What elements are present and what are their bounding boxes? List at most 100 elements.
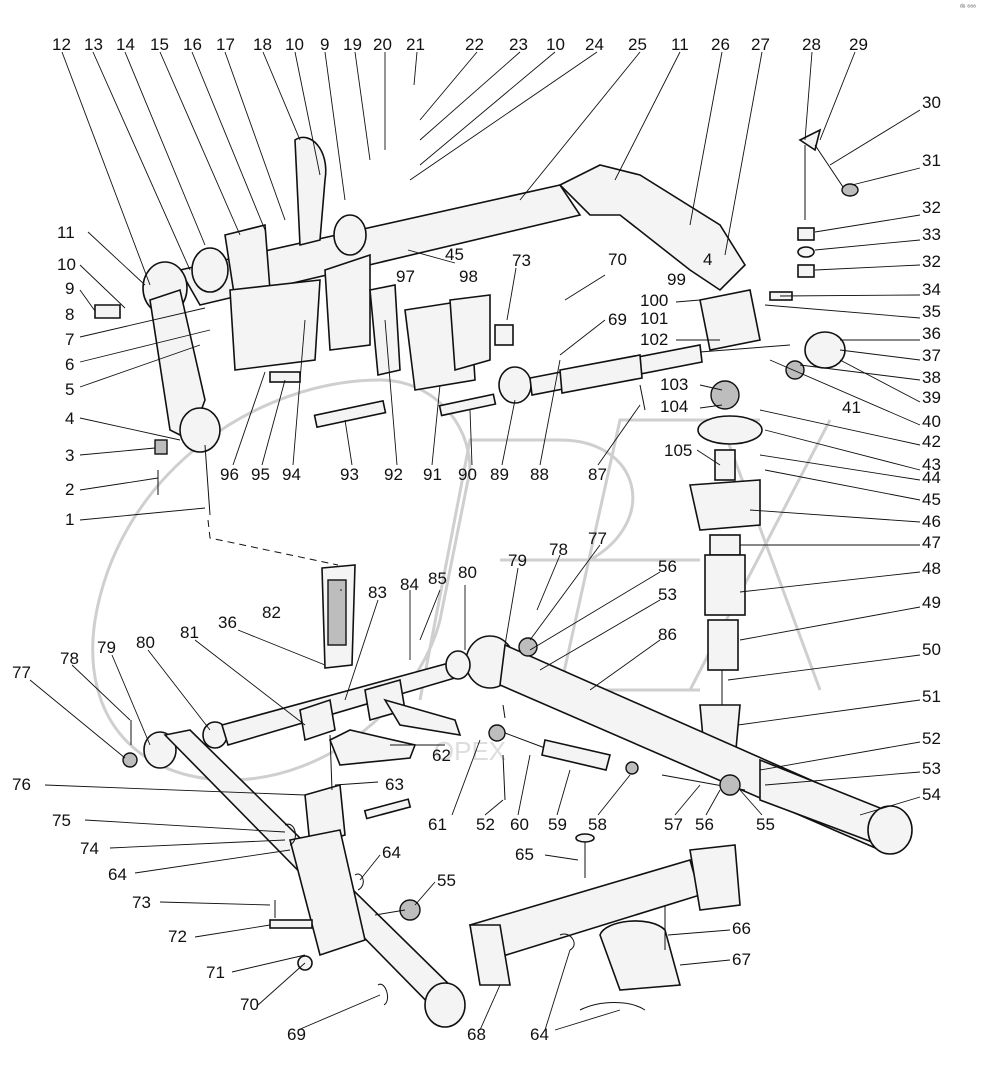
callout-r-54: 54 [922, 785, 941, 804]
callout-c-72: 72 [168, 927, 187, 946]
check-chain-assembly [488, 704, 639, 801]
callout-m-105: 105 [664, 441, 692, 460]
callout-top-18: 18 [253, 35, 272, 54]
callout-top-19: 19 [343, 35, 362, 54]
callout-r-43: 43 [922, 455, 941, 474]
cross-shaft-assembly [142, 136, 747, 371]
callout-r-49: 49 [922, 593, 941, 612]
callout-row-90: 90 [458, 465, 477, 484]
callout-leaders [29, 51, 921, 1031]
callout-l-4: 4 [65, 409, 74, 428]
brackets-and-pins [269, 284, 514, 429]
callout-m-97: 97 [396, 267, 415, 286]
corner-mark: ᵈᵉ ⁸⁸⁸ [959, 4, 976, 11]
adjusting-screw-assembly [689, 380, 763, 761]
callout-top-16: 16 [183, 35, 202, 54]
callout-c-84: 84 [400, 575, 419, 594]
callout-m-4: 4 [703, 250, 712, 269]
callout-r-53: 53 [922, 759, 941, 778]
callout-m-73: 73 [512, 251, 531, 270]
callout-c-86: 86 [658, 625, 677, 644]
callout-c-80a: 80 [458, 563, 477, 582]
callout-m-70: 70 [608, 250, 627, 269]
callout-c-64c: 64 [530, 1025, 549, 1044]
callout-c-74: 74 [80, 839, 99, 858]
callout-r-32b: 32 [922, 252, 941, 271]
callout-c-36: 36 [218, 613, 237, 632]
callout-c-73: 73 [132, 893, 151, 912]
stabilizer-turnbuckle [207, 519, 356, 669]
callout-top-28: 28 [802, 35, 821, 54]
callout-c-81: 81 [180, 623, 199, 642]
callout-l-2: 2 [65, 480, 74, 499]
callout-l-1: 1 [65, 510, 74, 529]
callout-c-61: 61 [428, 815, 447, 834]
callout-c-59: 59 [548, 815, 567, 834]
callout-row-93: 93 [340, 465, 359, 484]
callout-c-68: 68 [467, 1025, 486, 1044]
left-lift-arm [94, 288, 221, 516]
callout-top-10b: 10 [546, 35, 565, 54]
callout-top-15: 15 [150, 35, 169, 54]
callout-top-24: 24 [585, 35, 604, 54]
callout-m-100: 100 [640, 291, 668, 310]
callout-r-51: 51 [922, 687, 941, 706]
callout-row-95: 95 [251, 465, 270, 484]
callout-top-21: 21 [406, 35, 425, 54]
callout-r-46: 46 [922, 512, 941, 531]
callout-top-12: 12 [52, 35, 71, 54]
callout-c-76: 76 [12, 775, 31, 794]
callout-c-64a: 64 [108, 865, 127, 884]
callout-c-60: 60 [510, 815, 529, 834]
callout-r-50: 50 [922, 640, 941, 659]
callout-row-87: 87 [588, 465, 607, 484]
callout-c-71: 71 [206, 963, 225, 982]
callout-c-64b: 64 [382, 843, 401, 862]
callout-l-9: 9 [65, 279, 74, 298]
callout-m-104: 104 [660, 397, 688, 416]
callout-c-52: 52 [476, 815, 495, 834]
callout-r-44: 44 [922, 468, 941, 487]
callout-row-96: 96 [220, 465, 239, 484]
callout-c-79b: 79 [97, 638, 116, 657]
callout-m-45: 45 [445, 245, 464, 264]
callout-c-85: 85 [428, 569, 447, 588]
callout-m-101: 101 [640, 309, 668, 328]
callout-top-29: 29 [849, 35, 868, 54]
callout-l-7: 7 [65, 330, 74, 349]
callout-c-56a: 56 [658, 557, 677, 576]
callout-c-63: 63 [385, 775, 404, 794]
callout-l-5: 5 [65, 380, 74, 399]
callout-r-41: 41 [842, 398, 861, 417]
callout-c-67: 67 [732, 950, 751, 969]
callout-c-78b: 78 [60, 649, 79, 668]
callout-c-53: 53 [658, 585, 677, 604]
callout-r-33: 33 [922, 225, 941, 244]
lower-cross-bar [202, 650, 471, 847]
callout-m-102: 102 [640, 330, 668, 349]
callout-top-17: 17 [216, 35, 235, 54]
callout-top-9: 9 [320, 35, 329, 54]
callout-r-30: 30 [922, 93, 941, 112]
callout-r-39: 39 [922, 388, 941, 407]
callout-c-57: 57 [664, 815, 683, 834]
callout-top-20: 20 [373, 35, 392, 54]
callout-c-77a: 77 [588, 529, 607, 548]
callout-c-56b: 56 [695, 815, 714, 834]
callout-labels: 12 13 14 15 16 17 18 10 9 19 20 21 22 23… [12, 35, 941, 1044]
callout-r-45: 45 [922, 490, 941, 509]
callout-top-10a: 10 [285, 35, 304, 54]
callout-r-48: 48 [922, 559, 941, 578]
callout-c-79a: 79 [508, 551, 527, 570]
callout-c-78a: 78 [549, 540, 568, 559]
top-link [498, 331, 846, 411]
callout-c-80b: 80 [136, 633, 155, 652]
callout-l-10: 10 [57, 255, 76, 274]
callout-r-47: 47 [922, 533, 941, 552]
callout-c-75: 75 [52, 811, 71, 830]
callout-l-8: 8 [65, 305, 74, 324]
callout-row-94: 94 [282, 465, 301, 484]
callout-c-58: 58 [588, 815, 607, 834]
callout-c-62: 62 [432, 746, 451, 765]
